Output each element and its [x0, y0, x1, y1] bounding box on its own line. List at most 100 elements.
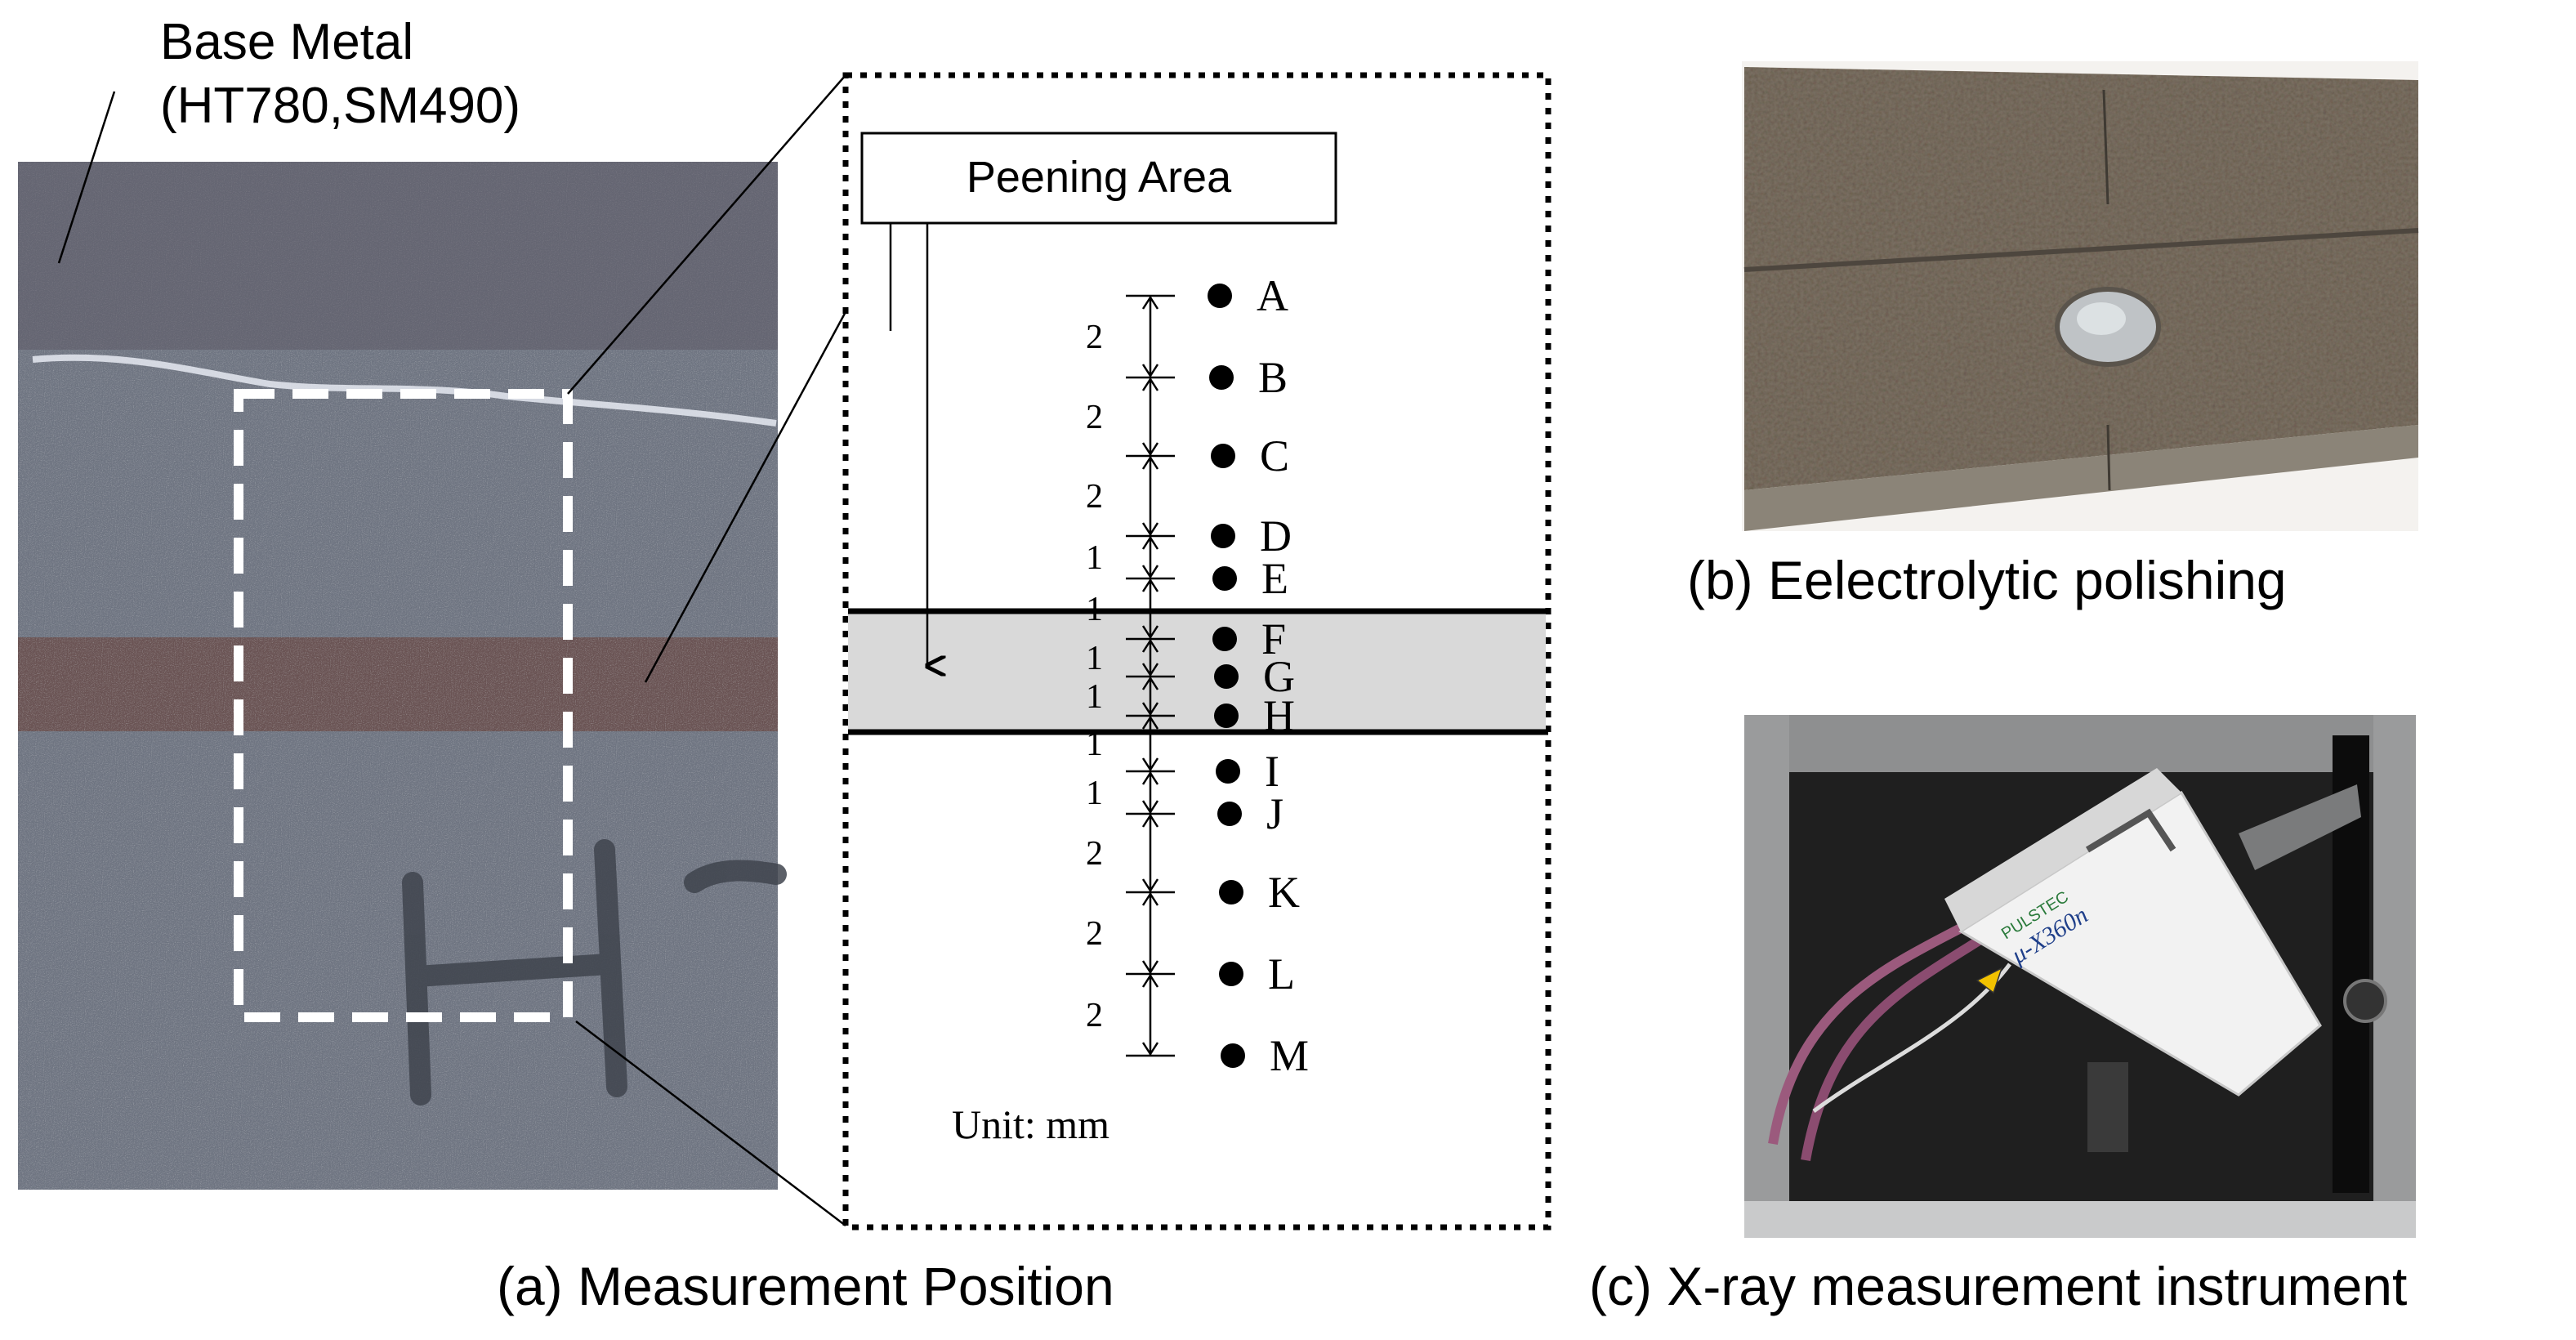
instrument-handle: [2085, 808, 2176, 853]
measurement-point-j: [1217, 802, 1242, 826]
spacing-label: 1: [1086, 678, 1103, 716]
hand-written-marking: [402, 839, 787, 1106]
zoom-line-top: [567, 74, 846, 395]
dimension-arrowhead: [1141, 676, 1159, 690]
point-label-i: I: [1265, 747, 1279, 796]
weld-bead: [18, 637, 778, 731]
point-label-k: K: [1268, 868, 1300, 917]
stand-knob: [2343, 979, 2387, 1023]
point-label-g: G: [1263, 652, 1295, 701]
measurement-point-e: [1212, 566, 1237, 591]
measurement-point-a: [1208, 284, 1232, 308]
xray-instrument-top: [1944, 768, 2181, 931]
zoom-line-bottom: [575, 1021, 846, 1226]
peening-area-box: [860, 132, 1337, 225]
spacing-label: 2: [1086, 319, 1103, 356]
photo-a: Base Metal (HT780,SM490): [18, 14, 787, 1190]
measurement-region-box: [234, 389, 573, 1022]
dimension-arrowhead: [1141, 813, 1159, 828]
unit-label: Unit: mm: [952, 1101, 1109, 1147]
enclosure-right-post: [2373, 715, 2416, 1238]
dimension-arrowhead: [1141, 663, 1159, 677]
dimension-arrowhead: [1141, 535, 1159, 550]
measurement-point-h: [1214, 704, 1239, 728]
specimen-holder: [2087, 1062, 2128, 1152]
spacing-label: 2: [1086, 399, 1103, 436]
measurement-point-d: [1211, 524, 1235, 548]
weld-line: [1743, 228, 2419, 272]
dimension-arrowhead: [1141, 891, 1159, 906]
dimension-arrowhead: [1141, 757, 1159, 772]
point-label-f: F: [1261, 614, 1286, 663]
enclosure-left-post: [1744, 715, 1789, 1238]
point-label-a: A: [1257, 271, 1288, 320]
peening-band: [848, 611, 1546, 732]
scribe-mark-top: [2102, 89, 2109, 205]
dimension-arrowhead: [1141, 377, 1159, 391]
dimension-arrowhead: [1141, 702, 1159, 717]
dimension-arrowhead: [1141, 625, 1159, 640]
dimension-arrowhead: [1141, 973, 1159, 988]
caption-b: (b) Eelectrolytic polishing: [1687, 550, 2287, 610]
fusion-line: [32, 354, 777, 427]
measurement-point-b: [1209, 365, 1234, 390]
base-metal-region: [18, 162, 778, 350]
warning-label: [1976, 967, 2003, 994]
point-label-l: L: [1268, 949, 1295, 998]
dimension-arrowhead: [1141, 800, 1159, 815]
point-label-m: M: [1270, 1031, 1309, 1080]
photo-b: [1742, 61, 2419, 531]
dimension-arrowhead: [1141, 364, 1159, 378]
point-label-c: C: [1260, 431, 1289, 480]
spacing-label: 2: [1086, 997, 1103, 1034]
dimension-arrowhead: [1141, 960, 1159, 975]
dimension-arrowhead: [1141, 578, 1159, 592]
measurement-point-c: [1211, 444, 1235, 468]
measurement-point-i: [1216, 759, 1240, 784]
polished-steel-bar: [1744, 67, 2418, 490]
photo-c: PULSTEC μ-X360n: [1744, 715, 2416, 1238]
dimension-arrowhead: [1141, 455, 1159, 470]
spacing-label: 1: [1086, 726, 1103, 763]
point-label-d: D: [1260, 511, 1292, 561]
dimension-arrowhead: [1141, 522, 1159, 537]
dimension-arrowhead: [1141, 638, 1159, 653]
spacing-label: 2: [1086, 915, 1103, 953]
dimension-arrowhead: [1141, 878, 1159, 893]
caption-a: (a) Measurement Position: [497, 1256, 1114, 1316]
caption-c: (c) X-ray measurement instrument: [1589, 1256, 2407, 1316]
dimension-arrowhead: [1141, 565, 1159, 579]
enclosure-top-frame: [1744, 715, 2416, 772]
enclosure-base-rail: [1744, 1201, 2416, 1238]
cable-magenta-1: [1768, 910, 1988, 1145]
spacing-label: 2: [1086, 478, 1103, 516]
bar-edge: [1744, 425, 2418, 531]
spacing-label: 1: [1086, 775, 1103, 812]
point-label-e: E: [1261, 554, 1288, 603]
dimension-arrowhead: [1141, 295, 1159, 310]
measurement-point-f: [1212, 627, 1237, 651]
measurement-point-k: [1219, 880, 1243, 904]
base-metal-label-line1: Base Metal: [160, 14, 413, 70]
measurement-point-l: [1219, 962, 1243, 986]
spacing-label: 1: [1086, 591, 1103, 628]
spacing-label: 1: [1086, 640, 1103, 677]
measurement-point-m: [1221, 1043, 1245, 1068]
point-label-h: H: [1263, 691, 1295, 740]
measurement-point-g: [1214, 664, 1239, 689]
base-metal-label-line2: (HT780,SM490): [160, 78, 520, 134]
mount-arm: [2239, 784, 2361, 870]
point-label-b: B: [1258, 353, 1288, 402]
dimension-arrowhead: [1141, 770, 1159, 785]
spacing-label: 1: [1086, 539, 1103, 577]
scribe-mark-bottom: [2106, 424, 2111, 491]
dimension-arrowhead: [1141, 442, 1159, 457]
spacing-label: 2: [1086, 835, 1103, 873]
polished-spot-highlight: [2077, 302, 2126, 335]
dimension-arrowhead: [1141, 1042, 1159, 1056]
point-label-j: J: [1266, 789, 1284, 838]
dimension-arrowhead: [1141, 715, 1159, 730]
